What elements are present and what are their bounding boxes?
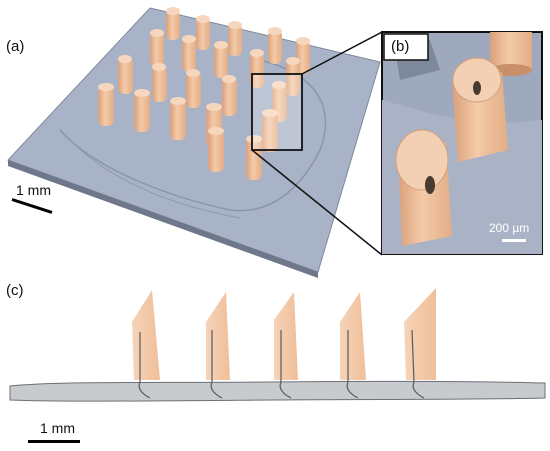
needle [214, 41, 228, 78]
panel-a-label: (a) [6, 38, 25, 55]
substrate-edge [8, 160, 318, 278]
needle [134, 89, 150, 132]
side-needle [404, 288, 436, 399]
side-needle [274, 292, 298, 399]
needle [196, 15, 210, 50]
substrate-contour [59, 59, 327, 212]
needle [246, 135, 262, 180]
substrate-contour [69, 139, 241, 219]
side-needle [340, 292, 366, 399]
needle [286, 57, 300, 96]
needle [98, 83, 114, 126]
needle-closeup [395, 129, 452, 246]
needle-array [98, 7, 310, 180]
scale-bar-b-label: 200 µm [489, 221, 530, 235]
panel-b-label-bg [383, 33, 429, 61]
needle [208, 127, 224, 172]
needle-closeup [490, 32, 532, 76]
zoom-region-box [251, 73, 303, 151]
zoom-connector [251, 149, 383, 256]
needle-closeup [452, 57, 508, 162]
needle [222, 75, 237, 116]
scale-bar-b [502, 239, 526, 242]
panel-b-image [381, 31, 543, 255]
panel-c-label: (c) [6, 282, 24, 299]
zoom-connector [301, 31, 383, 75]
needle [262, 109, 278, 152]
side-needle [206, 292, 230, 399]
profile-substrate [9, 380, 546, 402]
scale-bar-c [28, 440, 80, 443]
scale-bar-c-label: 1 mm [40, 420, 75, 436]
needle-bore [425, 176, 435, 194]
needle [228, 21, 242, 56]
panel-c-image [9, 288, 546, 402]
needle [152, 63, 167, 102]
needle [268, 27, 282, 64]
needle [150, 29, 164, 66]
needle [182, 35, 196, 72]
needle-bore [473, 81, 481, 95]
scale-bar-a-label: 1 mm [16, 182, 51, 198]
side-needle [132, 290, 160, 399]
panel-b-label: (b) [391, 38, 410, 55]
needle [166, 7, 180, 40]
needle [170, 97, 186, 140]
needle [186, 69, 201, 108]
panel-a-image [7, 7, 383, 278]
needle [250, 49, 264, 88]
needle [118, 55, 133, 94]
